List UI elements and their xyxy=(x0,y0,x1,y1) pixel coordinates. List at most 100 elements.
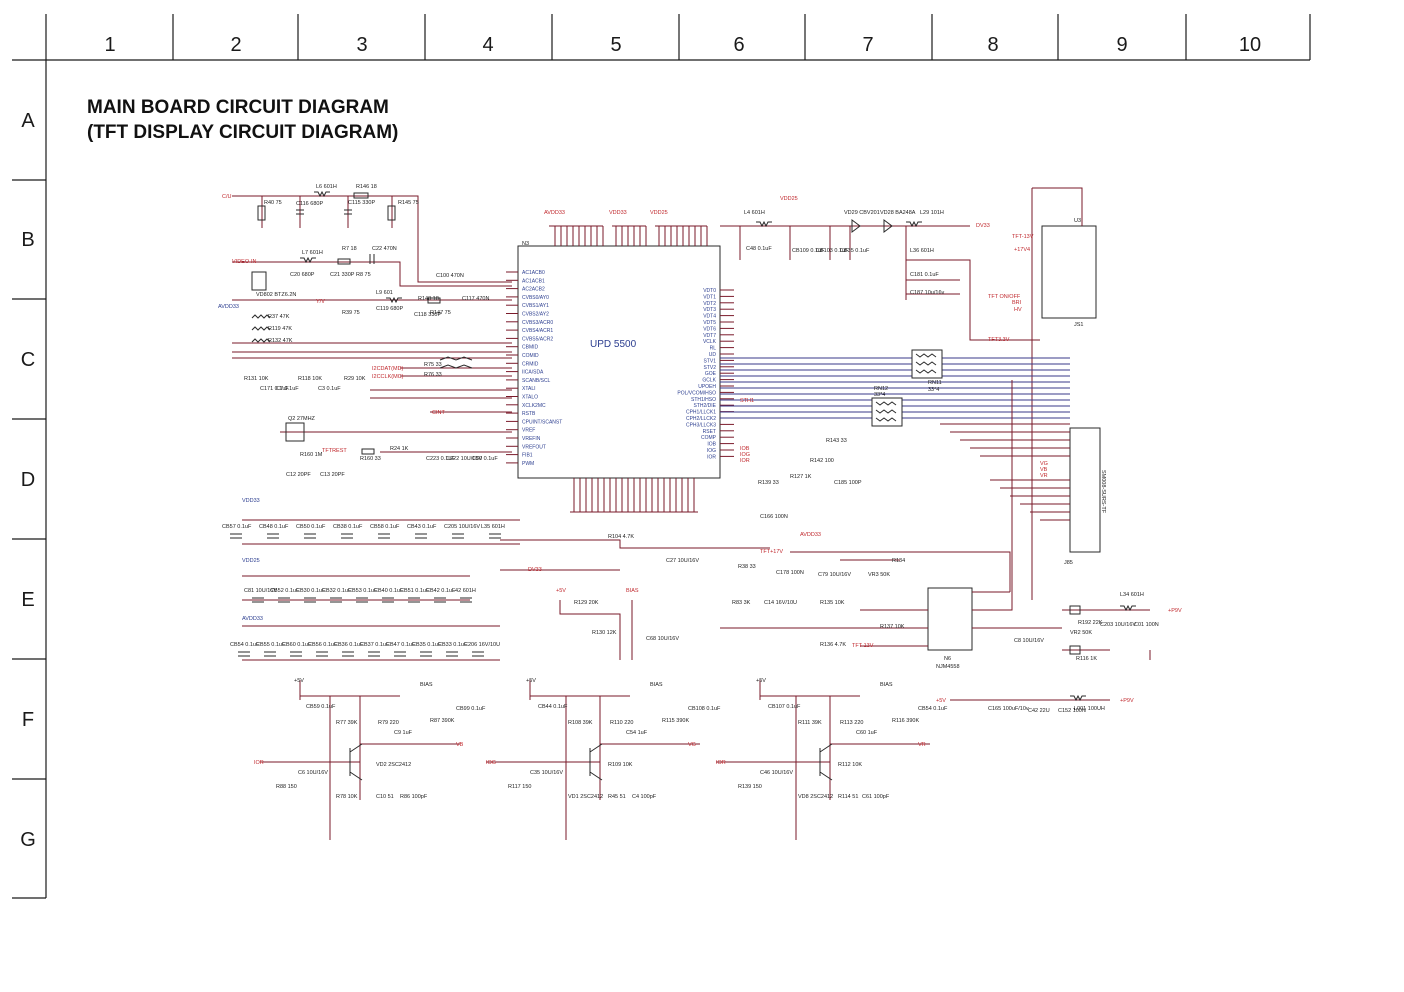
capacitor-label: CB38 0.1uF xyxy=(333,524,363,530)
row-G: G xyxy=(20,829,36,851)
ic-n3-right-pin-label: POL/VCOM/HSO xyxy=(677,390,716,396)
ic-n3-right-pin-label: RSET xyxy=(703,429,716,435)
component-label: R145 75 xyxy=(398,200,419,206)
capacitor-symbol xyxy=(420,651,432,657)
capacitor-label: C81 10U/16V xyxy=(244,588,277,594)
ic-n3-right-pin-label: VDT1 xyxy=(703,294,716,300)
net-bri-u3: BRI xyxy=(1012,300,1022,306)
component-label: R147 75 xyxy=(430,310,451,316)
component-label: R75 33 xyxy=(424,362,442,368)
component-label: C3 0.1uF xyxy=(318,386,341,392)
capacitor-label: CB32 0.1uF xyxy=(322,588,352,594)
component-label: R78 10K xyxy=(336,794,358,800)
component-label: R132 47K xyxy=(268,338,293,344)
component-label: R88 150 xyxy=(276,784,297,790)
capacitor-label: CB54 0.1uF xyxy=(230,642,260,648)
ic-n3-left-pin-label: SCANB/SCL xyxy=(522,378,551,384)
ic-n3-left-pin-label: FIB1 xyxy=(522,453,533,459)
net-hv-u3: HV xyxy=(1014,307,1022,313)
capacitor-label: CB35 0.1uF xyxy=(412,642,442,648)
component-label: C01 100N xyxy=(1134,622,1159,628)
component-label: R86 100pF xyxy=(400,794,428,800)
ic-n3-right-pin-label: VDT5 xyxy=(703,320,716,326)
column-6: 6 xyxy=(733,34,744,56)
component-label: C166 100N xyxy=(760,514,788,520)
component-label: C152 100N xyxy=(1058,708,1086,714)
capacitor-label: L35 601H xyxy=(481,524,505,530)
net-bias-driver-g: BIAS xyxy=(650,682,663,688)
net-dv33-decoupling: DV33 xyxy=(528,567,542,573)
component-label: R134 xyxy=(892,558,905,564)
component-label: C119 680P xyxy=(376,306,403,312)
component-label: R192 22K xyxy=(1078,620,1103,626)
capacitor-label: CB51 0.1uF xyxy=(400,588,430,594)
component-label: CB109 0.1uF xyxy=(792,248,825,254)
component-label: L34 601H xyxy=(1120,592,1144,598)
net-sth1: STH1 xyxy=(740,398,754,404)
net-p9v-right: +P9V xyxy=(1168,608,1182,614)
component-label: VR2 50K xyxy=(1070,630,1092,636)
ic-n3-left-pin-label: VREFIN xyxy=(522,436,541,442)
net-iog-driver: IOG xyxy=(486,760,496,766)
capacitor-label: CB57 0.1uF xyxy=(222,524,252,530)
net-bias-driver-b: BIAS xyxy=(420,682,433,688)
rn11-val: 33*4 xyxy=(928,387,939,393)
capacitor-symbol xyxy=(316,651,328,657)
component-label: C60 1uF xyxy=(856,730,878,736)
capacitor-label: CB30 0.1uF xyxy=(296,588,326,594)
net-avdd33-mid: AVDD33 xyxy=(800,532,821,538)
ic-n3-left-pin-label: AC1ACB1 xyxy=(522,278,545,284)
capacitor-symbol xyxy=(408,597,420,603)
component-label: CB59 0.1uF xyxy=(306,704,336,710)
capacitor-symbol xyxy=(304,597,316,603)
ic-n3-right-pin-label: RL xyxy=(710,346,717,352)
ic-n3-right-pin-label: STH2/DIE xyxy=(693,403,716,409)
component-label: VD29 CBV201 xyxy=(844,210,880,216)
component-label: C10 51 xyxy=(376,794,394,800)
component-label: L36 601H xyxy=(910,248,934,254)
component-label: R136 4.7K xyxy=(820,642,846,648)
component-label: R29 10K xyxy=(344,376,366,382)
ic-n3-left-pin-label: CVBS2/AY2 xyxy=(522,312,549,318)
net-vr-j85: VR xyxy=(1040,473,1048,479)
component-label: C185 100P xyxy=(834,480,862,486)
ic-n3-left-pin-label: XCLK2MC xyxy=(522,403,546,409)
ic-n3-left-pin-label: CVBS0/AY0 xyxy=(522,295,549,301)
component-label: C181 0.1uF xyxy=(910,272,939,278)
capacitor-symbol xyxy=(238,651,250,657)
opamp-n6-type: NJM4558 xyxy=(936,664,960,670)
component-label: R40 75 xyxy=(264,200,282,206)
net-iob: IOB xyxy=(740,446,750,452)
ic-n3-right-pin-label: VCLK xyxy=(703,339,717,345)
component-label: R8 75 xyxy=(356,272,371,278)
capacitor-symbol xyxy=(378,533,390,539)
ic-n3: N3 UPD 5500 AC1ACB0AC1ACB1AC2ACB2CVBS0/A… xyxy=(506,225,734,513)
component-label: C13 20PF xyxy=(320,472,345,478)
net-i2cclk: I2CCLK(MC) xyxy=(372,374,404,380)
ic-n3-left-pins: AC1ACB0AC1ACB1AC2ACB2CVBS0/AY0CVBS1/AY1C… xyxy=(506,270,562,467)
net-p9v-filter: +P9V xyxy=(1120,698,1134,704)
component-label: VD8 2SC2412 xyxy=(798,794,833,800)
component-label: L001 100UH xyxy=(1074,706,1105,712)
capacitor-symbol xyxy=(330,597,342,603)
net-p5v-driver-g: +5V xyxy=(526,678,536,684)
component-label: R83 3K xyxy=(732,600,751,606)
component-label: R139 150 xyxy=(738,784,762,790)
ic-n3-right-pin-label: GCLK xyxy=(702,378,716,384)
ic-n3-right-pin-label: VDT3 xyxy=(703,307,716,313)
video-driver-g: IOG VG +5V BIAS xyxy=(486,678,700,840)
capacitor-symbol xyxy=(356,597,368,603)
ic-n3-left-pin-label: CBMID xyxy=(522,345,539,351)
opamp-section: N6 NJM4558 TFT+17V TFT-13V +P9V AVDD33 S… xyxy=(556,210,1182,714)
component-label: L4 601H xyxy=(744,210,765,216)
ic-n3-left-pin-label: COMID xyxy=(522,353,539,359)
component-label: C35 10U/16V xyxy=(530,770,563,776)
component-label: C42 22U xyxy=(1028,708,1050,714)
capacitor-symbol xyxy=(460,597,472,603)
ic-n3-right-pin-label: VDT4 xyxy=(703,314,716,320)
capacitor-symbol xyxy=(434,597,446,603)
component-label: C116 680P xyxy=(296,201,323,207)
component-label: R116 390K xyxy=(892,718,919,724)
input-section: C/U VIDEO-IN Y/V AVDD33 I2CDAT(MD) I2CCL… xyxy=(218,184,512,478)
